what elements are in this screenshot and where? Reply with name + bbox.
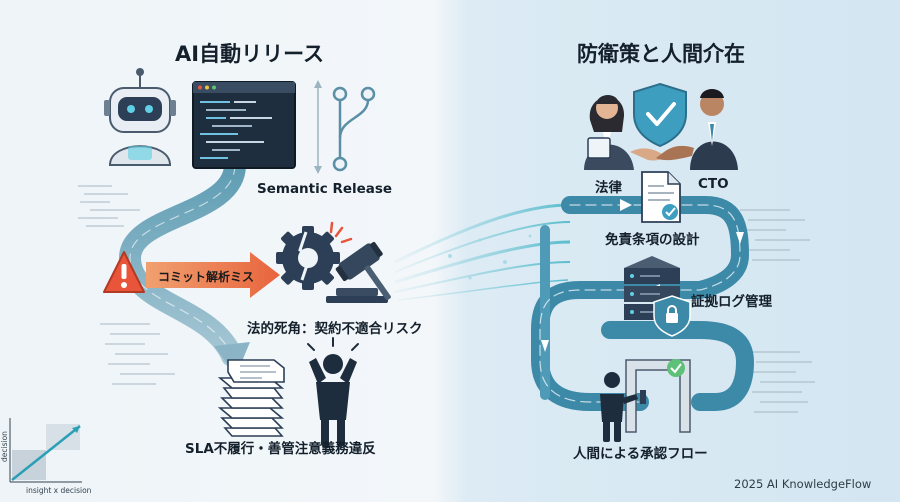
evidence-label: 証拠ログ管理 [691, 294, 772, 310]
git-branch-icon [314, 80, 376, 174]
gatekeeper-person-icon [600, 372, 638, 442]
legal-blindspot-label: 法的死角：契約不適合リスク [247, 321, 423, 337]
handshake-icon [630, 145, 694, 161]
legal-role-label: 法律 [595, 180, 622, 196]
code-texture [78, 185, 815, 413]
sla-violation-label: SLA不履行・善管注意義務違反 [185, 441, 376, 457]
robot-icon [104, 68, 176, 166]
data-beam [394, 203, 571, 301]
path-arrowhead [214, 342, 250, 376]
logo-axis-x: insight x decision [26, 486, 92, 495]
lawyer-icon [584, 95, 634, 170]
approval-label: 人間による承認フロー [573, 446, 708, 462]
disclaimer-label: 免責条項の設計 [605, 232, 700, 248]
logo-icon [9, 418, 82, 483]
semantic-release-label: Semantic Release [257, 181, 393, 197]
broken-gear-icon [276, 221, 353, 290]
approval-loop-path [531, 196, 755, 411]
error-arrow [146, 252, 280, 298]
document-stack-icon [217, 359, 285, 437]
shield-check-icon [633, 82, 687, 148]
cto-icon [690, 89, 738, 170]
right-title: 防衛策と人間介在 [577, 42, 745, 66]
logo-axis-y: decision [0, 431, 9, 462]
contract-document-icon [641, 171, 681, 223]
warning-icon [103, 251, 145, 293]
commit-error-label: コミット解析ミス [158, 270, 255, 284]
left-title: AI自動リリース [175, 42, 325, 66]
gavel-icon [326, 241, 391, 303]
credit-text: 2025 AI KnowledgeFlow [734, 477, 872, 491]
approval-gate-icon [625, 359, 691, 433]
stressed-person-icon [307, 337, 359, 446]
lock-shield-icon [653, 295, 691, 337]
code-editor-icon [192, 81, 296, 169]
cto-role-label: CTO [698, 176, 729, 192]
